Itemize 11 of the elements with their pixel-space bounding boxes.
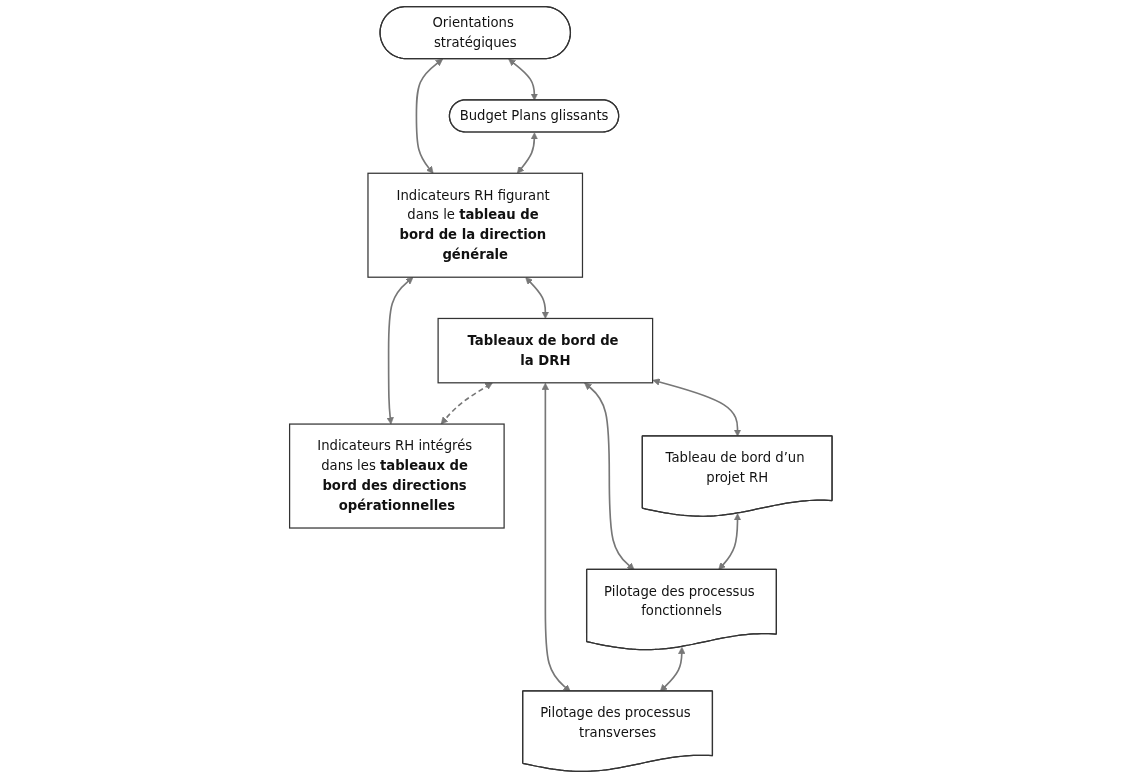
arrow xyxy=(525,277,550,319)
arrow xyxy=(386,277,414,425)
arrow xyxy=(517,132,539,174)
node-box: Indicateurs RH figurant dans le tableau de bord de la direction générale xyxy=(367,172,584,278)
arrow xyxy=(415,58,444,174)
node-box: Indicateurs RH intégrés dans les tableaux de bord des directions opérationnelles xyxy=(289,423,505,529)
arrow xyxy=(718,513,742,570)
node-box: Tableaux de bord de la DRH xyxy=(437,317,654,384)
arrow xyxy=(441,382,493,425)
arrow xyxy=(508,58,539,101)
arrow xyxy=(584,382,635,570)
